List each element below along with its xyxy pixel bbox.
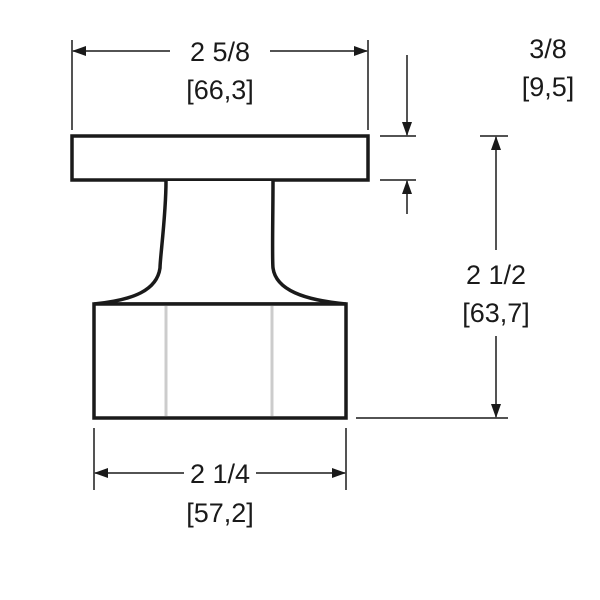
dimension-top-width (71, 40, 369, 130)
dimension-cap-thickness (380, 55, 416, 214)
base-width-imperial: 2 1/4 (190, 459, 250, 489)
cap-thickness-imperial: 3/8 (529, 34, 567, 64)
knob-stem (93, 180, 347, 306)
knob-base (92, 302, 348, 420)
dimension-base-width (93, 428, 347, 490)
top-width-metric: [66,3] (186, 75, 254, 105)
overall-height-metric: [63,7] (462, 298, 530, 328)
dimension-overall-height (356, 135, 508, 419)
cap-thickness-metric: [9,5] (522, 72, 575, 102)
overall-height-imperial: 2 1/2 (466, 260, 526, 290)
base-width-metric: [57,2] (186, 498, 254, 528)
knob-part (70, 134, 370, 420)
top-width-imperial: 2 5/8 (190, 37, 250, 67)
knob-top-cap (70, 134, 370, 182)
